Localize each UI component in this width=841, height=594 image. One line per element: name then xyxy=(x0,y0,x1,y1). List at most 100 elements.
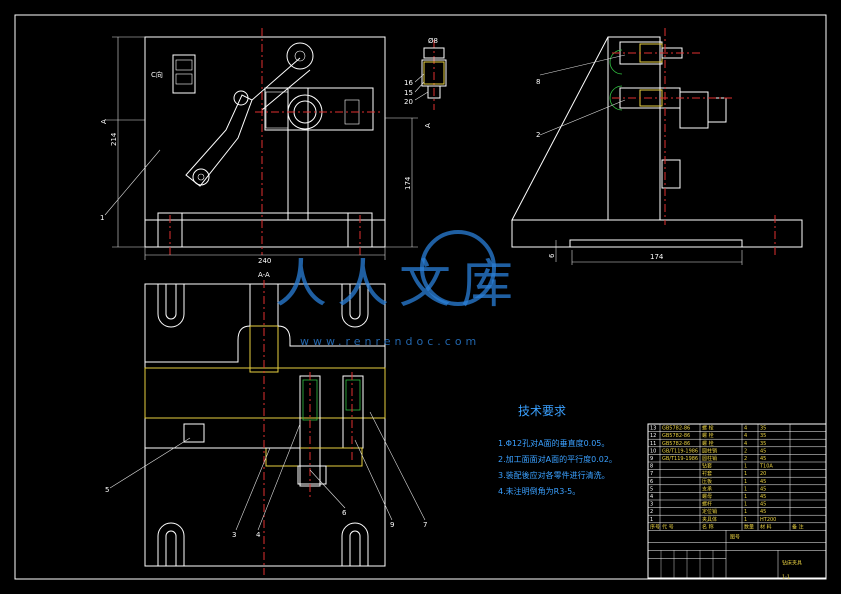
bom-cell: T10A xyxy=(759,464,773,470)
bom-cell: 45 xyxy=(760,456,766,462)
bom-cell: 2 xyxy=(744,448,747,454)
view-mark-a-right: A xyxy=(424,123,432,128)
bom-header-cell: 名 称 xyxy=(702,523,714,530)
part-no-1-front: 1 xyxy=(100,214,104,222)
part-no-4: 4 xyxy=(256,531,261,539)
part-no-9: 9 xyxy=(390,521,394,529)
bom-cell: 螺杆 xyxy=(702,501,712,508)
bom-cell: 1 xyxy=(650,517,653,523)
bom-cell: 35 xyxy=(760,426,766,432)
bom-header-cell: 数量 xyxy=(744,523,754,530)
tech-req-item-4: 4.未注明倒角为R3-5。 xyxy=(498,486,580,496)
dim-front-partial: 174 xyxy=(404,176,412,190)
bom-cell: 8 xyxy=(650,464,653,470)
view-mark-c: C向 xyxy=(151,70,163,79)
bom-cell: 4 xyxy=(650,494,653,500)
bom-cell: 1 xyxy=(744,471,747,477)
bom-cell: 压板 xyxy=(702,478,712,485)
bom-cell: 1 xyxy=(744,479,747,485)
bom-cell: 45 xyxy=(760,502,766,508)
bom-cell: 20 xyxy=(760,471,766,477)
bom-cell: 45 xyxy=(760,494,766,500)
bom-cell: 2 xyxy=(650,509,653,515)
bom-cell: HT200 xyxy=(760,517,776,523)
bom-cell: 11 xyxy=(650,441,656,447)
dim-side-small: 6 xyxy=(548,253,556,258)
tech-req-item-2: 2.加工面面对A面的平行度0.02。 xyxy=(498,454,617,464)
dim-side-base: 174 xyxy=(650,253,664,261)
drawing-border xyxy=(14,14,827,580)
bom-cell: 45 xyxy=(760,509,766,515)
bom-cell: 3 xyxy=(650,502,653,508)
tech-req-item-3: 3.装配後应对各零件进行清洗。 xyxy=(498,470,610,480)
bom-cell: 4 xyxy=(744,441,747,447)
title-block-scale: 1:1 xyxy=(782,574,790,580)
part-no-3: 3 xyxy=(232,531,236,539)
dim-detail-c: 20 xyxy=(404,98,413,106)
bom-header-cell: 备 注 xyxy=(792,523,804,530)
tech-req-title: 技术要求 xyxy=(518,404,566,418)
bom-cell: 螺 栓 xyxy=(702,425,714,432)
side-view xyxy=(511,28,803,265)
part-no-2-side: 2 xyxy=(536,131,540,139)
pin-detail xyxy=(414,40,447,110)
bom-cell: 螺母 xyxy=(702,493,712,500)
bom-cell: 6 xyxy=(650,479,653,485)
bom-header-cell: 代 号 xyxy=(662,523,674,530)
part-no-8-side: 8 xyxy=(536,78,540,86)
bom-cell: 螺 栓 xyxy=(702,440,714,447)
section-label: A-A xyxy=(258,271,270,279)
part-no-6: 6 xyxy=(342,509,347,517)
bom-cell: 4 xyxy=(744,426,747,432)
bom-cell: 35 xyxy=(760,433,766,439)
bom-cell: 圆柱销 xyxy=(702,455,717,462)
bom-cell: 支承 xyxy=(702,485,712,492)
bom-cell: GB/T119-1986 xyxy=(662,456,698,462)
part-no-5: 5 xyxy=(105,486,109,494)
bom-cell: 2 xyxy=(744,456,747,462)
dim-detail-a: 16 xyxy=(404,79,413,87)
bom-cell: 定位销 xyxy=(702,508,717,515)
dim-front-height: 214 xyxy=(110,132,118,146)
bom-cell: 1 xyxy=(744,486,747,492)
bom-cell: 45 xyxy=(760,448,766,454)
bom-cell: 45 xyxy=(760,486,766,492)
section-view xyxy=(109,280,426,575)
bom-cell: 衬套 xyxy=(702,470,712,477)
bom-cell: 13 xyxy=(650,426,656,432)
dim-detail-b: 15 xyxy=(404,89,413,97)
bom-cell: 螺 栓 xyxy=(702,432,714,439)
bom-cell: 1 xyxy=(744,464,747,470)
bom-cell: GB/T119-1986 xyxy=(662,448,698,454)
bom-cell: 12 xyxy=(650,433,656,439)
title-block-frame xyxy=(647,423,827,579)
bom-cell: 钻套 xyxy=(702,463,712,470)
watermark-url: www.renrendoc.com xyxy=(300,335,480,348)
view-mark-a-left: A xyxy=(100,119,108,124)
dim-detail-top: Ø8 xyxy=(428,37,438,45)
bom-header-cell: 序号 xyxy=(650,523,660,530)
title-block-drawing-no: 图号 xyxy=(730,534,740,540)
bom-cell: 1 xyxy=(744,502,747,508)
bom-header-cell: 材 料 xyxy=(760,523,772,530)
dim-front-width: 240 xyxy=(258,257,271,265)
title-block-title: 钻床夹具 xyxy=(782,559,802,566)
bom-cell: GB5782-86 xyxy=(662,426,690,432)
bom-cell: 夹具体 xyxy=(702,516,717,523)
bom-cell: 4 xyxy=(744,433,747,439)
watermark-text: 人人文库 xyxy=(275,255,523,315)
bom-cell: GB5782-86 xyxy=(662,433,690,439)
bom-cell: 35 xyxy=(760,441,766,447)
bom-cell: 7 xyxy=(650,471,653,477)
bom-cell: 9 xyxy=(650,456,653,462)
bom-cell: 45 xyxy=(760,479,766,485)
bom-cell: 5 xyxy=(650,486,653,492)
bom-cell: GB5782-86 xyxy=(662,441,690,447)
bom-cell: 10 xyxy=(650,448,656,454)
bom-cell: 圆柱销 xyxy=(702,447,717,454)
part-no-7: 7 xyxy=(423,521,427,529)
watermark-logo xyxy=(420,230,496,306)
bom-cell: 1 xyxy=(744,509,747,515)
